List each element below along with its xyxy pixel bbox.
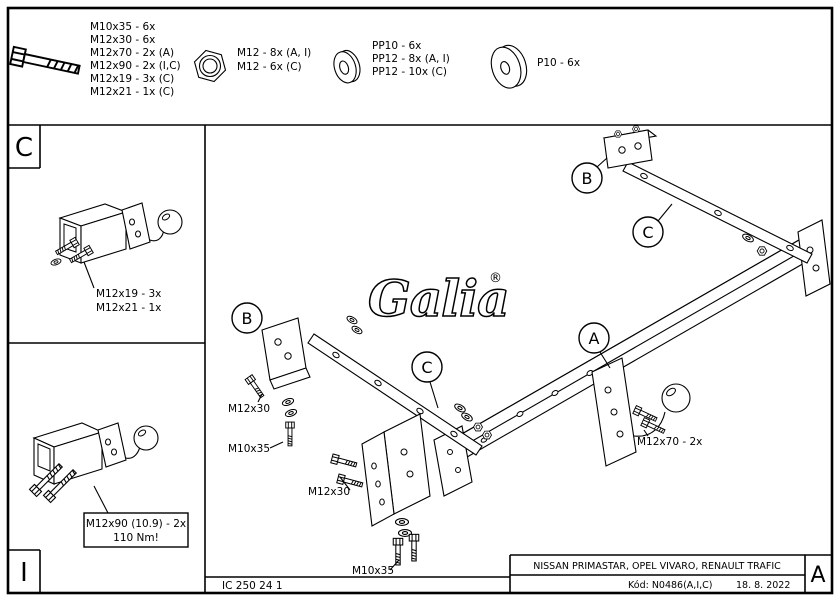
part-label-m12x30-left: M12x30: [228, 403, 270, 415]
svg-text:B: B: [242, 309, 253, 328]
legend-bolt-spec: M12x70 - 2x (A): [90, 47, 174, 59]
bolt-icon: [330, 453, 358, 470]
washer-icon: [345, 314, 359, 326]
callout-a: A: [578, 322, 610, 354]
legend-washer-spec: PP12 - 10x (C): [372, 66, 447, 78]
towball: [133, 425, 159, 451]
legend-washer-spec: PP10 - 6x: [372, 40, 421, 52]
towball: [157, 209, 183, 235]
title-block: IC 250 24 1 NISSAN PRIMASTAR, OPEL VIVAR…: [222, 561, 790, 592]
drawing-number: IC 250 24 1: [222, 580, 283, 592]
bolt-icon: [285, 421, 295, 447]
legend-bolt-spec: M12x21 - 1x (C): [90, 86, 174, 98]
bolt-icon: [408, 533, 420, 562]
torque-note-line2: 110 Nm!: [113, 532, 159, 544]
torque-note-line1: M12x90 (10.9) - 2x: [86, 518, 186, 530]
legend-bigwasher-spec: P10 - 6x: [537, 57, 580, 69]
svg-text:B: B: [582, 169, 593, 188]
vehicle-list: NISSAN PRIMASTAR, OPEL VIVARO, RENAULT T…: [533, 561, 781, 572]
legend-bolt-spec: M12x90 - 2x (I,C): [90, 60, 181, 72]
washer-icon: [452, 401, 468, 415]
panel-c-label: M12x21 - 1x: [96, 302, 161, 314]
registered-trademark-icon: ®: [489, 271, 502, 286]
nut-icon: [473, 422, 483, 432]
bolt-side-icon: [9, 45, 82, 80]
hardware-legend: M10x35 - 6x M12x30 - 6x M12x70 - 2x (A) …: [9, 21, 580, 98]
top-bracket: [602, 125, 658, 169]
washer-icon: [283, 407, 299, 419]
nut-icon: [482, 430, 492, 440]
washer-icon: [49, 257, 63, 267]
part-label-m12x30-bottom: M12x30: [308, 486, 350, 498]
exploded-view: B C C: [228, 125, 831, 577]
panel-c-label: M12x19 - 3x: [96, 288, 161, 300]
part-code: Kód: N0486(A,I,C): [628, 580, 713, 591]
right-end-plate: [797, 219, 831, 297]
flat-washer-icon: [490, 44, 528, 89]
nut-icon: [756, 246, 768, 256]
revision-letter-a: A: [810, 563, 825, 588]
legend-bolt-spec: M12x30 - 6x: [90, 34, 155, 46]
svg-text:A: A: [589, 329, 600, 348]
right-side-arm: [622, 161, 813, 264]
svg-text:C: C: [642, 223, 653, 242]
nut-icon: [632, 125, 640, 133]
washer-icon: [350, 324, 364, 336]
callout-b-top: B: [571, 162, 603, 194]
legend-bolt-spec: M10x35 - 6x: [90, 21, 155, 33]
part-label-m12x70: M12x70 - 2x: [637, 436, 702, 448]
legend-bolt-spec: M12x19 - 3x (C): [90, 73, 174, 85]
washer-icon: [280, 396, 296, 408]
issue-date: 18. 8. 2022: [736, 580, 790, 591]
left-side-arm: [307, 314, 483, 456]
nut-icon: [614, 130, 622, 138]
ballmount-assembly: [591, 357, 691, 467]
washer-icon: [459, 410, 475, 424]
svg-text:C: C: [421, 358, 432, 377]
brand-logo: Galia ®: [367, 268, 510, 329]
panel-i-ballmount-drawing: M12x90 (10.9) - 2x 110 Nm!: [28, 422, 189, 548]
spring-washer-icon: [333, 49, 361, 84]
section-letter-c: C: [15, 133, 33, 163]
legend-nut-spec: M12 - 8x (A, I): [237, 47, 311, 59]
callout-c-left: C: [411, 351, 443, 383]
callout-c-right: C: [632, 216, 664, 248]
legend-washer-spec: PP12 - 8x (A, I): [372, 53, 450, 65]
section-letter-i: I: [20, 558, 28, 588]
callout-b-left: B: [231, 302, 263, 334]
torque-note-box: [83, 512, 189, 548]
brand-logo-text: Galia: [368, 269, 508, 328]
sheet-frame: [6, 6, 834, 595]
part-label-m10x35-bottom: M10x35: [352, 565, 394, 577]
towball: [661, 383, 691, 413]
panel-c-ballmount-drawing: M12x19 - 3x M12x21 - 1x: [49, 202, 183, 314]
hex-nut-icon: [193, 49, 227, 83]
legend-nut-spec: M12 - 6x (C): [237, 61, 302, 73]
washer-icon: [394, 518, 410, 526]
part-label-m10x35-left: M10x35: [228, 443, 270, 455]
left-bracket: [244, 317, 311, 447]
bolt-icon: [244, 374, 267, 400]
center-bracket: [330, 413, 431, 566]
